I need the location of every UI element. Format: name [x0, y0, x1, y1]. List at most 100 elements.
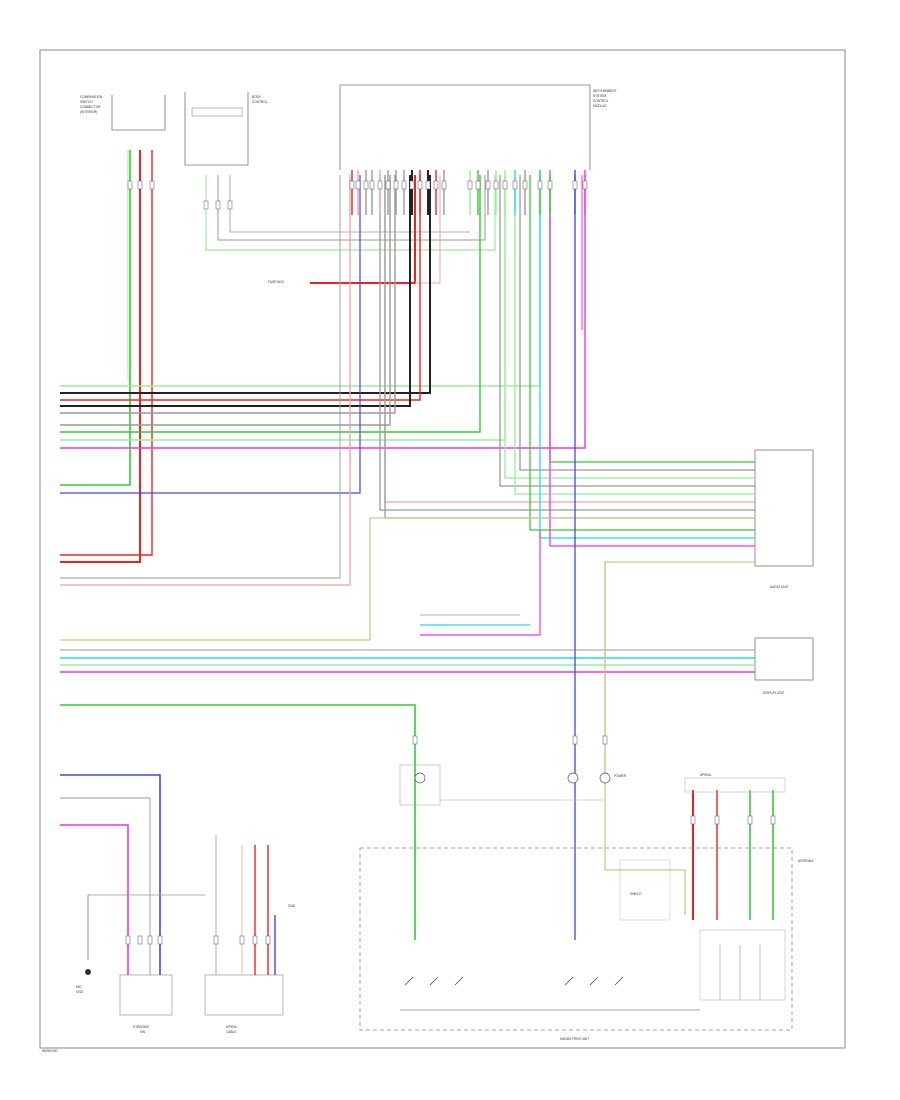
svg-text:CONTROL: CONTROL — [593, 99, 609, 103]
pin-green-mid — [412, 735, 418, 745]
pin-top-3 — [369, 180, 375, 190]
wire-green-bottom — [60, 704, 416, 940]
svg-text:SW: SW — [140, 1030, 145, 1034]
wire-red-left-2 — [60, 150, 153, 556]
pin-cs-0 — [213, 935, 219, 945]
svg-text:STEERING: STEERING — [133, 1025, 150, 1029]
pin-top-15 — [485, 180, 491, 190]
svg-text:MODULE: MODULE — [593, 104, 607, 108]
wire-red-left — [60, 150, 141, 563]
audio-unit: AUDIO UNIT — [754, 449, 814, 589]
svg-text:DISPLAY UNIT: DISPLAY UNIT — [763, 691, 785, 695]
hands-free-module: HANDS-FREE UNIT ANTENNA — [359, 847, 814, 1041]
pin-br-2 — [747, 815, 753, 825]
switch-contact-2 — [454, 976, 464, 986]
switch-contact-0 — [404, 976, 414, 986]
pin-br-1 — [714, 815, 720, 825]
pin-top-10 — [425, 180, 431, 190]
pin-top-5 — [385, 180, 391, 190]
pin-top-22 — [572, 180, 578, 190]
pin-tl-2 — [149, 180, 155, 190]
pin-top-9 — [417, 180, 423, 190]
svg-text:POWER: POWER — [614, 774, 627, 778]
switch-contacts — [400, 976, 700, 1011]
wire-row-6 — [60, 175, 481, 433]
pin-tan-mid — [602, 735, 608, 745]
svg-text:CABLE: CABLE — [226, 1030, 236, 1034]
steering-switch: STEERING SW — [119, 974, 173, 1034]
pin-br-3 — [770, 815, 776, 825]
pin-tl-1 — [137, 180, 143, 190]
wire-grey-row — [60, 175, 341, 579]
svg-text:GND: GND — [76, 990, 84, 994]
wire-bl-blue — [60, 774, 161, 975]
pin-top-13 — [467, 180, 473, 190]
pin-cs-2 — [252, 935, 258, 945]
wire-audio-9 — [539, 175, 755, 539]
pin-top-4 — [377, 180, 383, 190]
wire-row-5 — [60, 175, 391, 426]
wire-green-left — [60, 150, 131, 486]
wire-audio-12 — [604, 561, 755, 780]
wire-tan-relay — [604, 562, 686, 915]
svg-text:COMBINATION: COMBINATION — [80, 95, 103, 99]
wire-audio-6 — [379, 175, 755, 511]
svg-text:BODY: BODY — [252, 95, 262, 99]
svg-text:INFOTAINMENT: INFOTAINMENT — [593, 89, 617, 93]
relay-area: SHIELD SPIRAL — [619, 773, 786, 1001]
switch-contact-4 — [589, 976, 599, 986]
svg-text:SPIRAL: SPIRAL — [226, 1025, 238, 1029]
wire-bundle — [60, 150, 774, 975]
wire-bl-grey — [60, 797, 151, 975]
wire-fuse-pink — [415, 175, 441, 284]
footer-code: W0000000 — [42, 1049, 58, 1053]
pin-blue-mid — [572, 735, 578, 745]
pin-top-14 — [475, 180, 481, 190]
wire-tan — [60, 517, 755, 641]
pin-bl-2 — [147, 935, 153, 945]
wire-audio-2 — [504, 175, 755, 479]
connector-pins — [125, 180, 776, 945]
pin-tc-2 — [227, 200, 233, 210]
pin-top-18 — [512, 180, 518, 190]
pin-tl-0 — [127, 180, 133, 190]
diagram-frame — [39, 49, 846, 1049]
pin-bl-3 — [157, 935, 163, 945]
pin-tc-0 — [203, 200, 209, 210]
svg-text:AUDIO UNIT: AUDIO UNIT — [770, 585, 788, 589]
wire-row-2 — [60, 175, 421, 401]
pin-tc-1 — [215, 200, 221, 210]
ground-symbol: MIC GND — [76, 895, 91, 994]
pin-top-23 — [582, 180, 588, 190]
pin-top-2 — [363, 180, 369, 190]
pin-top-21 — [547, 180, 553, 190]
wire-audio-4 — [514, 175, 755, 495]
pin-cs-1 — [239, 935, 245, 945]
pin-top-16 — [493, 180, 499, 190]
pin-top-8 — [409, 180, 415, 190]
wire-pink-row — [60, 175, 351, 586]
pin-top-12 — [441, 180, 447, 190]
pin-top-11 — [433, 180, 439, 190]
switch-contact-5 — [614, 976, 624, 986]
wire-audio-1 — [519, 175, 755, 471]
svg-text:(INTERIOR): (INTERIOR) — [80, 110, 97, 114]
wire-row-4 — [60, 175, 396, 414]
wire-bl-magenta — [60, 824, 129, 975]
wire-row-0 — [60, 175, 541, 387]
svg-text:SPIRAL: SPIRAL — [700, 773, 712, 777]
pin-top-20 — [537, 180, 543, 190]
top-left-module: COMBINATION SWITCH CONNECTOR (INTERIOR) — [80, 95, 166, 131]
wire-row-8 — [60, 175, 586, 449]
pin-br-0 — [690, 815, 696, 825]
fuse-label: FUSE BOX GND — [268, 280, 296, 908]
inline-connectors: POWER — [399, 764, 627, 806]
wire-audio-0 — [549, 175, 755, 463]
clockspring: SPIRAL CABLE — [204, 974, 284, 1034]
switch-contact-1 — [429, 976, 439, 986]
wire-fuse-red — [310, 175, 416, 284]
pin-top-0 — [349, 180, 355, 190]
wire-audio-10 — [549, 175, 755, 547]
display-unit: DISPLAY UNIT — [754, 637, 814, 695]
